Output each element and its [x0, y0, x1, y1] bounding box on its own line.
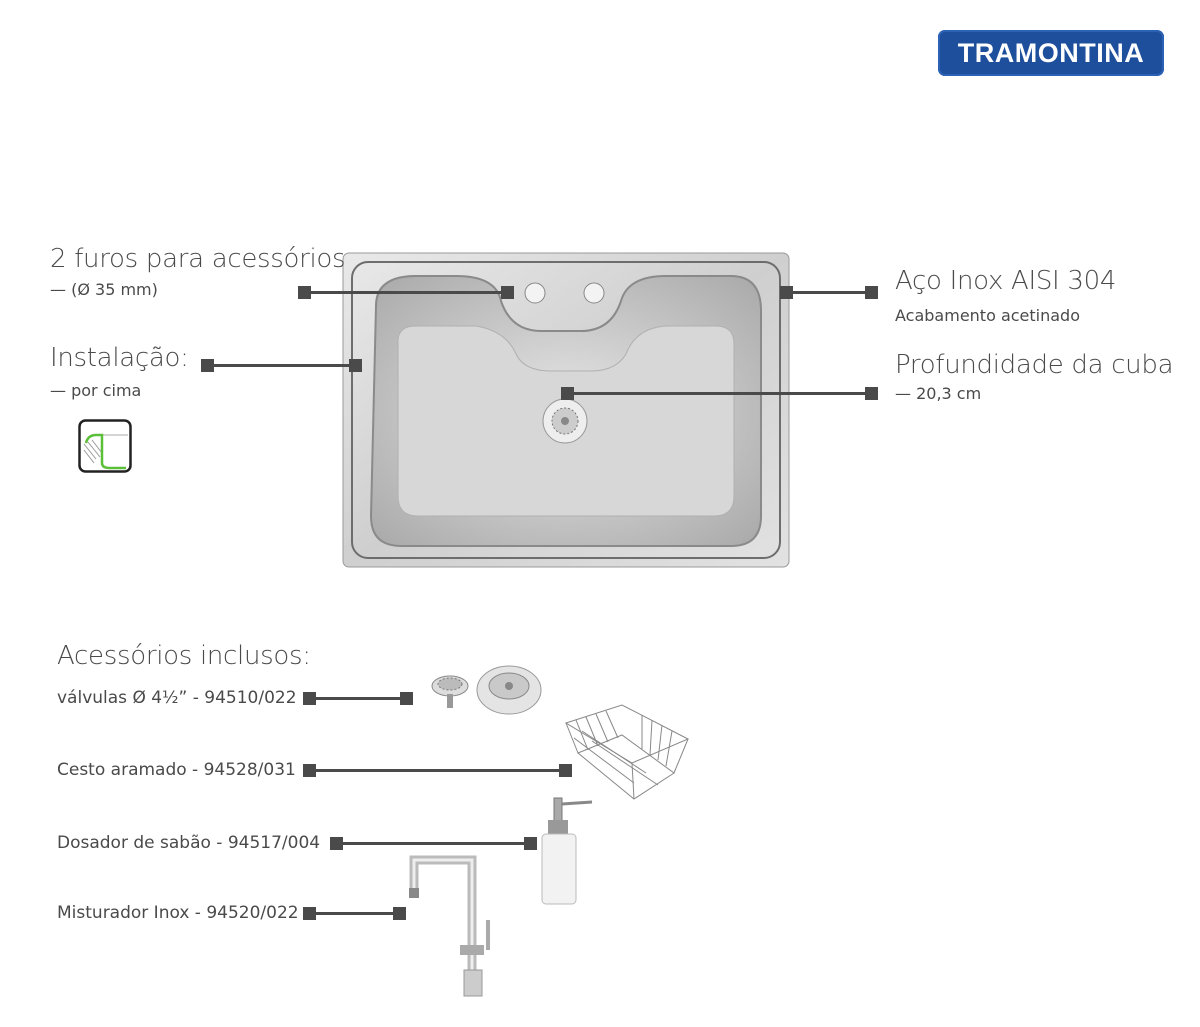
material-detail: Acabamento acetinado [895, 306, 1080, 325]
valves-image [431, 665, 542, 715]
faucet-image [409, 855, 490, 997]
depth-title: Profundidade da cuba [895, 350, 1174, 380]
basket-connector [303, 764, 572, 777]
material-connector [780, 286, 878, 299]
dispenser-connector [330, 837, 537, 850]
material-title: Aço Inox AISI 304 [895, 266, 1117, 296]
soap-dispenser-image [541, 797, 593, 905]
holes-detail: — (Ø 35 mm) [50, 280, 158, 299]
faucet-connector [303, 907, 406, 920]
top-mount-icon [78, 419, 132, 473]
sink-image [342, 252, 790, 568]
installation-connector [201, 359, 362, 372]
holes-connector [298, 286, 514, 299]
accessory-basket-label: Cesto aramado - 94528/031 [57, 760, 296, 780]
depth-connector [561, 387, 878, 400]
accessory-faucet-label: Misturador Inox - 94520/022 [57, 903, 299, 923]
tramontina-logo: TRAMONTINA [938, 30, 1164, 76]
accessories-heading: Acessórios inclusos: [57, 641, 311, 671]
accessory-valves-label: válvulas Ø 4½” - 94510/022 [57, 688, 297, 708]
valves-connector [303, 692, 413, 705]
wire-basket-image [564, 704, 690, 800]
holes-title: 2 furos para acessórios [50, 244, 346, 274]
installation-detail: — por cima [50, 381, 142, 400]
accessory-dispenser-label: Dosador de sabão - 94517/004 [57, 833, 321, 853]
depth-detail: — 20,3 cm [895, 384, 982, 403]
installation-title: Instalação: [50, 343, 189, 373]
